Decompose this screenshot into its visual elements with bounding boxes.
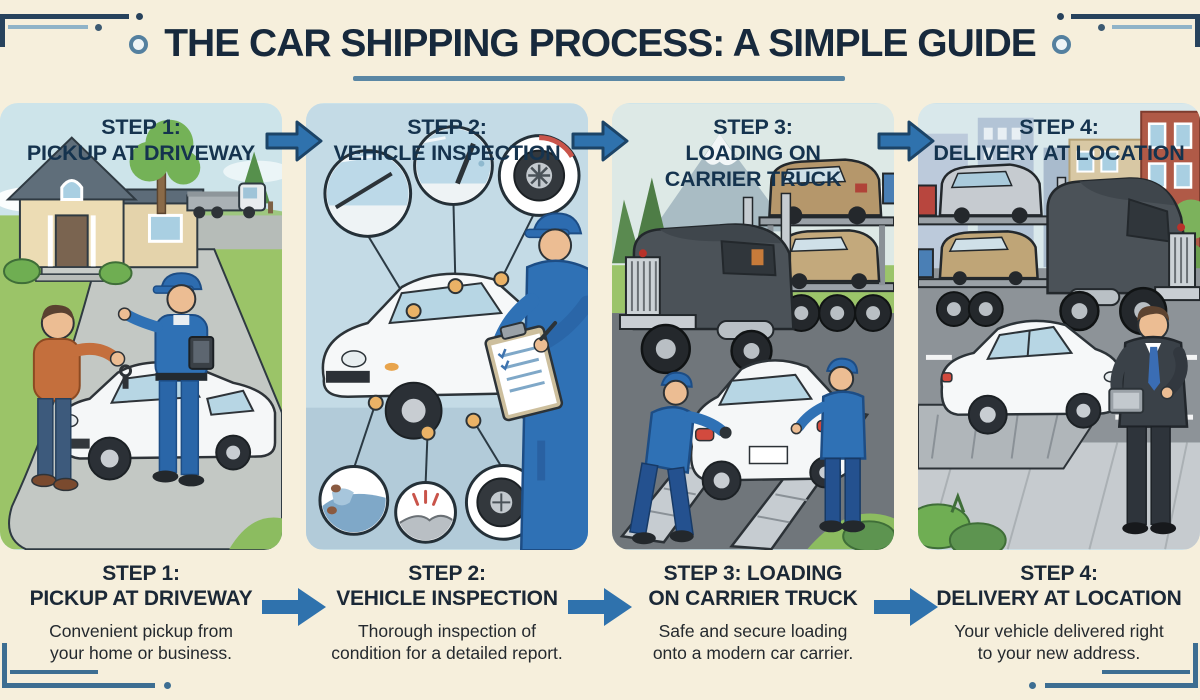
page-title: THE CAR SHIPPING PROCESS: A SIMPLE GUIDE <box>164 22 1037 65</box>
step-4-header-line2: DELIVERY AT LOCATION <box>933 140 1185 165</box>
step-arrow-icon-1 <box>265 120 323 162</box>
bottom-right-corner-ornament-inner <box>1102 670 1190 674</box>
step-panel-4: STEP 4: DELIVERY AT LOCATION <box>918 103 1200 550</box>
worker-right <box>790 357 867 533</box>
title-right-dot-icon <box>1051 34 1071 54</box>
carrier-trailer <box>758 158 894 332</box>
step-2-header-line2: VEHICLE INSPECTION <box>333 140 561 165</box>
step-3-caption-line1: STEP 3: LOADING <box>663 562 843 585</box>
title-left-dot-icon <box>129 34 149 54</box>
step-1-caption-line1: STEP 1: <box>102 562 180 585</box>
title-underline <box>353 76 845 81</box>
step-1-description: Convenient pickup from your home or busi… <box>49 621 233 663</box>
step-4-description: Your vehicle delivered right to your new… <box>954 621 1164 663</box>
illustration-loading-carrier <box>612 103 894 550</box>
callout-wiper <box>413 125 494 206</box>
illustration-vehicle-inspection <box>306 103 588 550</box>
step-4-header: STEP 4: DELIVERY AT LOCATION <box>918 115 1200 167</box>
step-panel-2: STEP 2: VEHICLE INSPECTION <box>306 103 588 550</box>
step-2-header: STEP 2: VEHICLE INSPECTION <box>306 115 588 167</box>
step-3-description: Safe and secure loading onto a modern ca… <box>652 621 854 663</box>
step-2-caption: STEP 2: VEHICLE INSPECTION Thorough insp… <box>306 556 588 665</box>
step-1-header: STEP 1: PICKUP AT DRIVEWAY <box>0 115 282 167</box>
step-4-header-line1: STEP 4: <box>1019 115 1099 139</box>
illustration-pickup-driveway <box>0 103 282 550</box>
delivered-car <box>940 319 1123 435</box>
customer <box>31 304 133 492</box>
step-3-header-line3: CARRIER TRUCK <box>664 166 842 191</box>
step-2-caption-line1: STEP 2: <box>408 562 486 585</box>
steps-panel-row: STEP 1: PICKUP AT DRIVEWAY <box>0 103 1200 550</box>
carrier-cab <box>618 192 795 375</box>
step-1-caption-line2: PICKUP AT DRIVEWAY <box>29 586 253 610</box>
step-1-header-line2: PICKUP AT DRIVEWAY <box>26 140 256 165</box>
step-4-caption-line2: DELIVERY AT LOCATION <box>936 586 1182 610</box>
caption-arrow-icon-3 <box>874 588 938 626</box>
inspector <box>484 212 588 550</box>
step-1-caption: STEP 1: PICKUP AT DRIVEWAY Convenient pi… <box>0 556 282 665</box>
step-3-caption: STEP 3: LOADING ON CARRIER TRUCK Safe an… <box>612 556 894 665</box>
step-2-description: Thorough inspection of condition for a d… <box>331 621 563 663</box>
step-1-caption-title: STEP 1: PICKUP AT DRIVEWAY <box>4 562 278 611</box>
callout-windshield <box>323 149 413 238</box>
bottom-left-corner-ornament-inner <box>10 670 98 674</box>
captions-row: STEP 1: PICKUP AT DRIVEWAY Convenient pi… <box>0 556 1200 665</box>
step-2-caption-title: STEP 2: VEHICLE INSPECTION <box>310 562 584 611</box>
loaded-suv-top <box>768 158 883 225</box>
callout-wheel <box>497 134 581 217</box>
callout-scratch <box>318 465 390 536</box>
caption-arrow-icon-1 <box>262 588 326 626</box>
yard-tree <box>129 119 201 215</box>
step-4-caption-title: STEP 4: DELIVERY AT LOCATION <box>922 562 1196 611</box>
step-3-header-line2: LOADING ON <box>685 140 821 165</box>
car-keys <box>119 364 133 389</box>
step-1-header-line1: STEP 1: <box>101 115 181 139</box>
loaded-silver-suv <box>938 163 1043 224</box>
house <box>2 136 205 286</box>
loaded-tan-suv <box>938 230 1039 286</box>
step-2-caption-line2: VEHICLE INSPECTION <box>336 586 558 610</box>
step-panel-1: STEP 1: PICKUP AT DRIVEWAY <box>0 103 282 550</box>
step-3-header-line1: STEP 3: <box>713 115 793 139</box>
step-2-header-line1: STEP 2: <box>407 115 487 139</box>
step-3-caption-title: STEP 3: LOADING ON CARRIER TRUCK <box>616 562 890 611</box>
illustration-delivery-location <box>918 103 1200 550</box>
title-row: THE CAR SHIPPING PROCESS: A SIMPLE GUIDE <box>0 22 1200 66</box>
background-truck <box>186 182 267 219</box>
mountain <box>651 133 792 232</box>
step-panel-3: STEP 3: LOADING ON CARRIER TRUCK <box>612 103 894 550</box>
worker-left <box>629 371 732 545</box>
loading-car <box>689 359 855 501</box>
loaded-suv-lower <box>778 229 881 290</box>
step-4-caption: STEP 4: DELIVERY AT LOCATION Your vehicl… <box>918 556 1200 665</box>
step-4-caption-line1: STEP 4: <box>1020 562 1098 585</box>
driver <box>117 272 215 487</box>
step-3-header: STEP 3: LOADING ON CARRIER TRUCK <box>612 115 894 192</box>
agent-tablet <box>1108 387 1145 414</box>
delivery-agent <box>1108 306 1189 535</box>
inspection-point-dots <box>367 271 510 441</box>
sidewalk-bushes <box>918 492 1007 550</box>
step-arrow-icon-2 <box>571 120 629 162</box>
step-arrow-icon-3 <box>877 120 935 162</box>
caption-arrow-icon-2 <box>568 588 632 626</box>
driver-tablet <box>188 335 215 370</box>
step-3-caption-line2: ON CARRIER TRUCK <box>648 586 858 610</box>
callout-dent <box>394 480 457 544</box>
